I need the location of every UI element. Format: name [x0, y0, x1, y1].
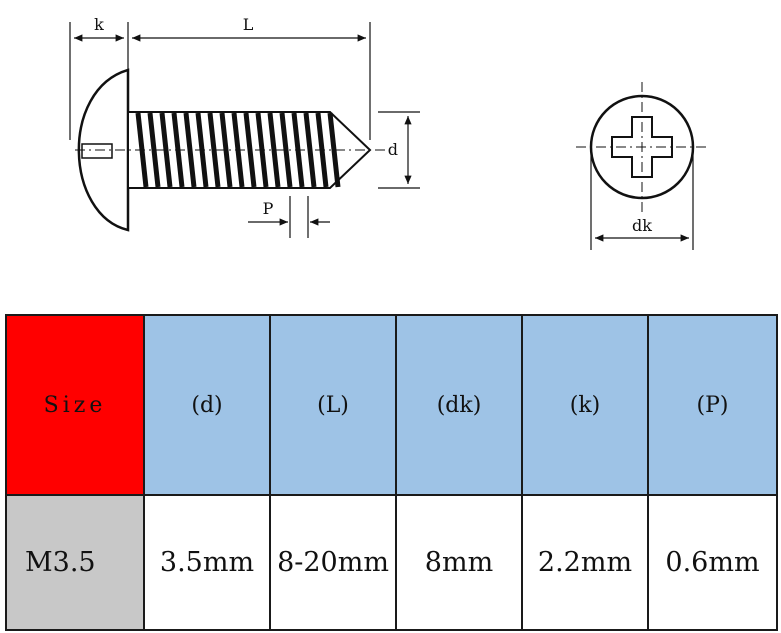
column-header-L: (L): [269, 314, 397, 496]
column-header-d: (d): [143, 314, 271, 496]
column-header-k: (k): [521, 314, 649, 496]
table-header-row: Size (d) (L) (dk) (k) (P): [5, 314, 778, 496]
thread-line: [207, 112, 221, 188]
size-header-cell: Size: [5, 314, 145, 496]
screw-dimension-drawing: k L d P dk: [69, 15, 708, 250]
thread-line: [147, 112, 161, 188]
label-k: k: [94, 15, 104, 34]
thread-line: [327, 112, 341, 188]
table-row: M3.5 3.5mm 8-20mm 8mm 2.2mm 0.6mm: [5, 494, 778, 631]
thread-line: [159, 112, 173, 188]
head-top-view: [576, 82, 708, 250]
label-P: P: [263, 199, 274, 218]
value-P: 0.6mm: [647, 494, 778, 631]
spec-table: Size (d) (L) (dk) (k) (P) M3.5 3.5mm 8-2…: [5, 314, 778, 631]
value-dk: 8mm: [395, 494, 523, 631]
label-d: d: [388, 140, 398, 159]
thread-line: [279, 112, 293, 188]
value-d: 3.5mm: [143, 494, 271, 631]
column-header-dk: (dk): [395, 314, 523, 496]
thread-line: [267, 112, 281, 188]
size-value-cell: M3.5: [5, 494, 145, 631]
screw-side-view: [75, 68, 390, 232]
value-k: 2.2mm: [521, 494, 649, 631]
head-slot: [81, 143, 113, 159]
thread-line: [219, 112, 233, 188]
label-L: L: [243, 15, 254, 34]
value-L: 8-20mm: [269, 494, 397, 631]
column-header-P: (P): [647, 314, 778, 496]
dimension-lines: [69, 22, 420, 238]
label-dk: dk: [632, 216, 652, 235]
